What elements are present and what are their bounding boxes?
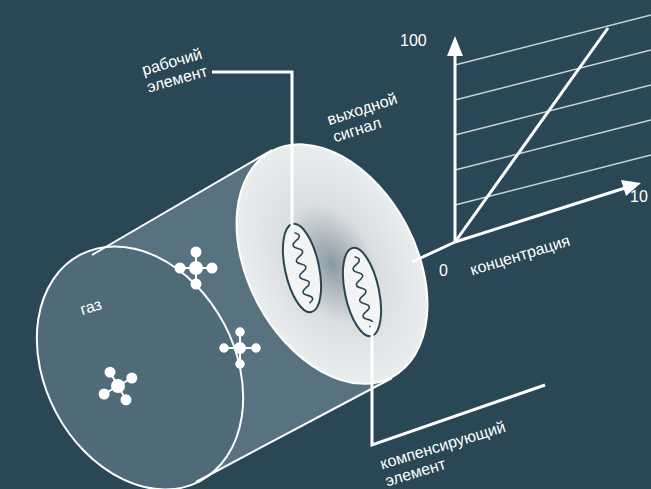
- text-label: 10: [630, 188, 648, 206]
- leader-line: [372, 322, 545, 445]
- gas-molecules: [100, 248, 260, 405]
- response-line: [455, 28, 608, 242]
- sensor-disk: [198, 112, 467, 417]
- leader-line: [212, 72, 292, 228]
- signal-wire: [412, 242, 455, 262]
- text-label: концентрация: [468, 232, 572, 280]
- compensating-element: [336, 244, 388, 339]
- text-label: компенсирующий элемент: [378, 415, 523, 489]
- text-label: рабочий элемент: [140, 37, 237, 97]
- text-label: 100: [400, 32, 427, 50]
- text-label: выходной сигнал: [325, 81, 431, 147]
- output-graph: [455, 15, 651, 205]
- text-label: 0: [439, 262, 448, 280]
- working-element: [276, 220, 328, 315]
